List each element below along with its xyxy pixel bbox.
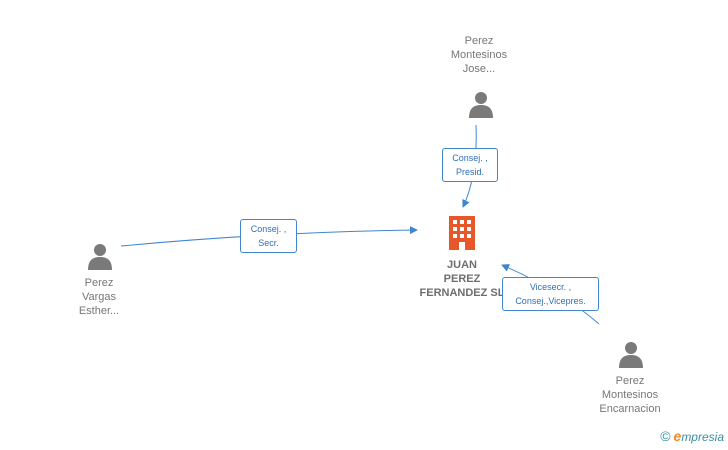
brand-logo-e: e — [673, 428, 682, 444]
relation-role-line-1: Consej. , — [250, 224, 287, 234]
person-name-line-2: Vargas — [81, 291, 117, 303]
relation-role-line-2: Consej.,Vicepres. — [515, 296, 586, 306]
company-name-line-3: FERNANDEZ SL — [419, 287, 505, 299]
person-name-line-1: Perez — [464, 35, 494, 47]
brand-logo: empresia — [674, 428, 724, 444]
copyright-symbol: © — [660, 428, 671, 444]
company-name-line-2: PEREZ — [443, 273, 481, 285]
relation-label-bottom-right[interactable]: Vicesecr. , Consej.,Vicepres. — [502, 277, 599, 311]
relation-role-line-1: Consej. , — [452, 153, 488, 163]
person-name-line-2: Montesinos — [450, 49, 508, 61]
person-name-line-3: Esther... — [78, 305, 120, 317]
person-icon — [619, 342, 643, 368]
person-node-top[interactable]: Perez Montesinos Jose... — [429, 34, 529, 76]
empresia-watermark: © empresia — [660, 428, 724, 444]
relation-role-line-1: Vicesecr. , — [529, 282, 572, 292]
company-name-line-1: JUAN — [447, 259, 477, 271]
relation-role-line-2: Secr. — [258, 238, 279, 248]
person-name-line-1: Perez — [84, 277, 114, 289]
relation-label-left[interactable]: Consej. , Secr. — [240, 219, 297, 253]
person-name-line-1: Perez — [615, 375, 645, 387]
building-icon — [449, 216, 475, 250]
relation-role-line-2: Presid. — [455, 167, 484, 177]
person-node-bottom-right[interactable]: Perez Montesinos Encarnacion — [580, 374, 680, 416]
person-node-left[interactable]: Perez Vargas Esther... — [49, 276, 149, 318]
person-name-line-3: Encarnacion — [599, 403, 661, 415]
person-name-line-3: Jose... — [462, 63, 496, 75]
brand-logo-rest: mpresia — [681, 430, 724, 444]
person-name-line-2: Montesinos — [601, 389, 659, 401]
company-name[interactable]: JUAN PEREZ FERNANDEZ SL — [412, 258, 512, 300]
relation-label-top[interactable]: Consej. , Presid. — [442, 148, 498, 182]
person-icon — [469, 92, 493, 118]
person-icon — [88, 244, 112, 270]
